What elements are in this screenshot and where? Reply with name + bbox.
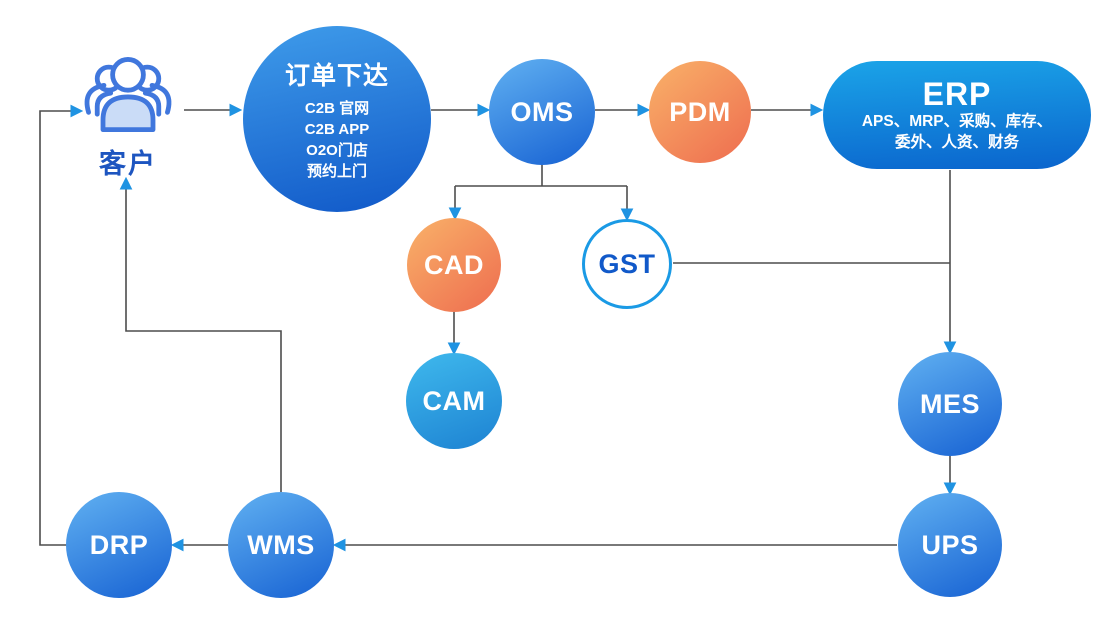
node-cam-label: CAM — [422, 385, 486, 416]
node-order-title: 订单下达 — [284, 62, 389, 90]
node-oms-label: OMS — [510, 96, 574, 127]
node-drp-label: DRP — [89, 529, 149, 560]
node-pdm: PDM — [649, 61, 751, 163]
node-wms-label: WMS — [247, 529, 315, 560]
node-customer-label: 客户 — [99, 149, 157, 179]
edge-wms-to-customer — [119, 176, 282, 492]
node-pdm-label: PDM — [669, 96, 731, 127]
node-order-channel-app: C2B APP — [304, 121, 370, 138]
node-mes: MES — [898, 352, 1002, 456]
node-cad: CAD — [407, 218, 501, 312]
node-gst: GST — [582, 219, 672, 309]
node-gst-label: GST — [598, 248, 656, 279]
edge-drp-to-customer — [39, 104, 84, 546]
node-erp-modules-line1: APS、MRP、采购、库存、 — [861, 113, 1053, 130]
customer-group-icon — [84, 57, 172, 133]
node-ups-label: UPS — [921, 529, 979, 560]
node-cad-label: CAD — [424, 249, 484, 280]
node-oms: OMS — [489, 59, 595, 165]
node-wms: WMS — [228, 492, 334, 598]
node-mes-label: MES — [919, 388, 980, 419]
node-ups: UPS — [898, 493, 1002, 597]
node-customer: 客户 — [76, 50, 180, 181]
node-cam: CAM — [406, 353, 502, 449]
node-order-channel-appointment: 预约上门 — [306, 163, 367, 180]
node-erp-title: ERP — [922, 76, 992, 112]
node-order: 订单下达 C2B 官网 C2B APP O2O门店 预约上门 — [243, 26, 431, 212]
node-order-channel-store: O2O门店 — [306, 142, 368, 159]
node-drp: DRP — [66, 492, 172, 598]
node-order-channel-web: C2B 官网 — [304, 100, 370, 117]
node-erp: ERP APS、MRP、采购、库存、 委外、人资、财务 — [823, 61, 1091, 169]
node-erp-modules-line2: 委外、人资、财务 — [894, 134, 1019, 151]
